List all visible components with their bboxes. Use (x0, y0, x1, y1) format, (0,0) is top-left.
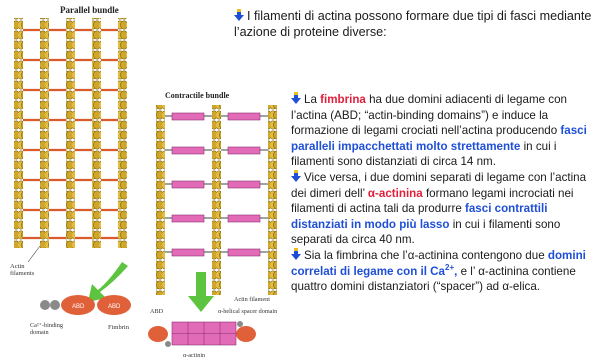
actin-filament-label: Actin filament (234, 296, 270, 303)
ca-binding-label: Ca²⁺-binding domain (30, 322, 65, 336)
intro-text: I filamenti di actina possono formare du… (234, 9, 592, 39)
parallel-bundle (14, 18, 127, 248)
spacer-domain-label: α-helical spacer domain (218, 308, 277, 315)
paragraph-alpha-actinin: Vice versa, i due domini separati di leg… (291, 169, 587, 247)
alpha-actinin-label: α-actinin (183, 352, 205, 359)
bullet-arrow-icon (291, 247, 301, 260)
paragraph-calcium-domains: Sia la fimbrina che l’α-actinina conteng… (291, 247, 586, 294)
contractile-bundle-title: Contractile bundle (165, 91, 230, 100)
svg-text:ABD: ABD (72, 304, 85, 310)
intro-paragraph: I filamenti di actina possono formare du… (234, 8, 594, 40)
zoom-arrow-icon-2 (188, 272, 214, 312)
bullet-arrow-icon (291, 169, 301, 182)
abd-label-2: ABD (150, 308, 164, 315)
main-text: La fimbrina ha due domini adiacenti di l… (291, 92, 595, 295)
contractile-bundle (156, 105, 277, 295)
fimbrin-molecule: ABD ABD (40, 295, 131, 315)
parallel-bundle-title: Parallel bundle (60, 5, 119, 15)
alpha-actinin-molecule (148, 321, 256, 347)
fimbrin-label: Fimbrin (108, 324, 130, 331)
actin-filaments-label: Actin filaments (10, 263, 35, 277)
zoom-arrow-icon (88, 262, 128, 302)
actin-bundle-figure: Parallel bundle Actin filame (10, 5, 277, 359)
bullet-arrow-icon (234, 9, 244, 21)
bullet-arrow-icon (291, 92, 301, 104)
svg-text:ABD: ABD (108, 304, 121, 310)
paragraph-fimbrin: La fimbrina ha due domini adiacenti di l… (291, 92, 587, 169)
